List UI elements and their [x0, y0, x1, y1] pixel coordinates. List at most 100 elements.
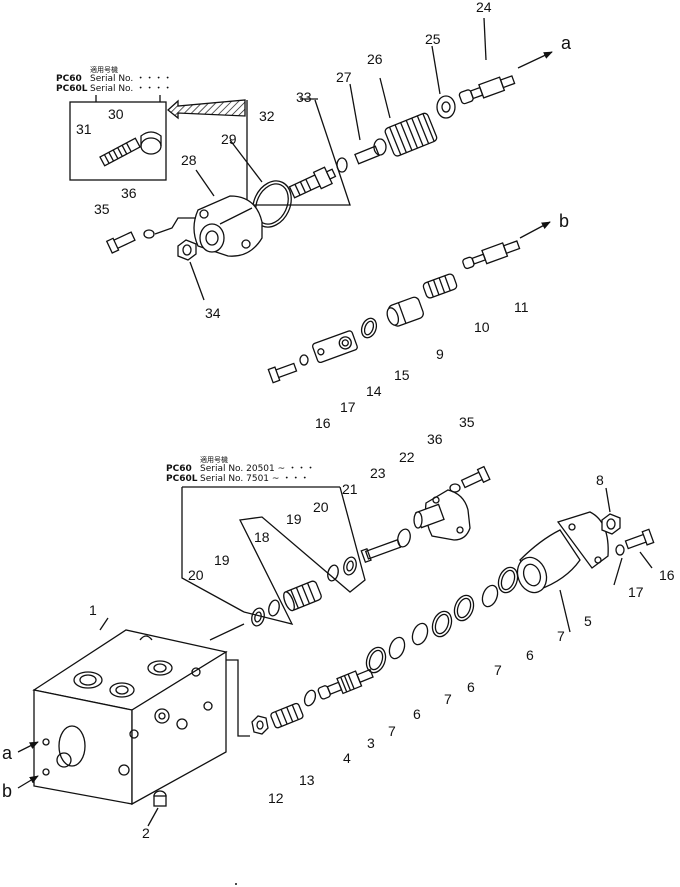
part-32-fitting — [288, 166, 337, 199]
part-label-7-b: 7 — [494, 662, 502, 678]
part-13-spring — [270, 702, 304, 729]
port-label-a-top: a — [561, 33, 572, 53]
part-6-ring-b — [411, 622, 429, 646]
part-33-ring — [336, 157, 348, 173]
part-label-3: 3 — [367, 735, 375, 751]
part-15-oring — [360, 317, 378, 339]
part-14-cover — [311, 330, 358, 364]
part-21-pin — [360, 538, 402, 563]
part-label-25: 25 — [425, 31, 441, 47]
part-label-19-right: 19 — [286, 511, 302, 527]
part-label-12: 12 — [268, 790, 284, 806]
part-label-35-top: 35 — [94, 201, 110, 217]
part-label-7-a: 7 — [557, 628, 565, 644]
serial-note-middle-serial-1: Serial No. 20501 ~ ・・・ — [200, 464, 316, 474]
part-label-7-c: 7 — [444, 691, 452, 707]
part-label-36-mid: 36 — [427, 431, 443, 447]
part-30-plug — [140, 131, 162, 155]
part-31-bolt — [99, 137, 141, 167]
part-35-bolt-b — [460, 465, 491, 489]
part-17-washer-b — [615, 544, 625, 556]
bracket-lower — [181, 487, 245, 613]
part-label-8: 8 — [596, 472, 604, 488]
serial-note-top-serial-1: Serial No. ・・・・ — [90, 74, 173, 84]
part-34-nut — [177, 239, 197, 261]
serial-note-top-header: 適用号機 — [90, 66, 118, 74]
part-label-9: 9 — [436, 346, 444, 362]
part-25-seat — [436, 95, 456, 119]
part-3-spool — [317, 668, 374, 700]
serial-note-middle-model-1: PC60 — [166, 464, 192, 474]
part-label-19-left: 19 — [214, 552, 230, 568]
part-19-ring — [268, 599, 280, 617]
part-27-piston — [354, 138, 387, 165]
part-label-34: 34 — [205, 305, 221, 321]
port-label-b-top: b — [559, 211, 570, 231]
part-10-piston — [422, 273, 458, 299]
serial-note-top-model-2: PC60L — [56, 84, 88, 94]
part-18-piston — [283, 580, 322, 612]
part-label-4: 4 — [343, 750, 351, 766]
part-label-10: 10 — [474, 319, 490, 335]
part-24-spool — [458, 75, 516, 105]
serial-note-top-serial-2: Serial No. ・・・・ — [90, 84, 173, 94]
part-12-nut — [251, 715, 269, 735]
serial-note-middle-serial-2: Serial No. 7501 ~ ・・・ — [200, 474, 310, 484]
part-label-16-top: 16 — [315, 415, 331, 431]
part-6-ring — [481, 584, 499, 608]
part-20-ring-b — [343, 556, 357, 576]
part-label-11: 11 — [514, 299, 529, 315]
part-label-27: 27 — [336, 69, 352, 85]
serial-note-top-model-1: PC60 — [56, 74, 82, 84]
part-label-21: 21 — [342, 481, 358, 497]
part-16-bolt — [267, 362, 298, 384]
part-label-33: 33 — [296, 89, 312, 105]
part-35-bolt — [105, 231, 136, 254]
part-5-sleeve — [516, 511, 609, 594]
part-label-6-b: 6 — [467, 679, 475, 695]
part-2-plug — [153, 790, 167, 807]
part-9-plug — [386, 296, 424, 327]
part-label-6-c: 6 — [413, 706, 421, 722]
part-8-nut — [601, 513, 621, 535]
part-label-26: 26 — [367, 51, 383, 67]
part-26-spring — [384, 112, 438, 157]
part-label-20-left: 20 — [188, 567, 204, 583]
part-label-1: 1 — [89, 602, 97, 618]
part-label-5: 5 — [584, 613, 592, 629]
part-7-ring-c — [431, 610, 453, 638]
part-1-valve-block — [32, 629, 228, 806]
part-11-spool — [462, 240, 521, 270]
part-4-oring — [303, 689, 317, 707]
part-19-ring-b — [327, 564, 339, 582]
part-label-7-d: 7 — [388, 723, 396, 739]
part-label-15: 15 — [394, 367, 410, 383]
part-label-22: 22 — [399, 449, 415, 465]
part-20-ring — [251, 607, 265, 627]
part-7-ring-b — [453, 594, 475, 622]
part-label-23: 23 — [370, 465, 386, 481]
part-36-washer-b — [449, 483, 461, 493]
part-label-17-bottom: 17 — [628, 584, 644, 600]
hatched-arrow — [166, 99, 246, 120]
part-label-35-mid: 35 — [459, 414, 475, 430]
callout-box-top — [69, 101, 167, 181]
part-label-16-bottom: 16 — [659, 567, 675, 583]
part-label-6-a: 6 — [526, 647, 534, 663]
bracket-33 — [246, 99, 351, 206]
part-23-oring — [397, 528, 411, 548]
part-label-28: 28 — [181, 152, 197, 168]
serial-note-middle-model-2: PC60L — [166, 474, 198, 484]
part-label-24: 24 — [476, 0, 492, 15]
port-label-a-body: a — [2, 743, 13, 763]
part-label-18: 18 — [254, 529, 270, 545]
part-16-bolt-b — [624, 528, 655, 550]
part-17-washer — [299, 354, 309, 366]
part-6-ring-c — [388, 636, 406, 660]
serial-note-middle-header: 適用号機 — [200, 456, 228, 464]
part-label-2: 2 — [142, 825, 150, 841]
